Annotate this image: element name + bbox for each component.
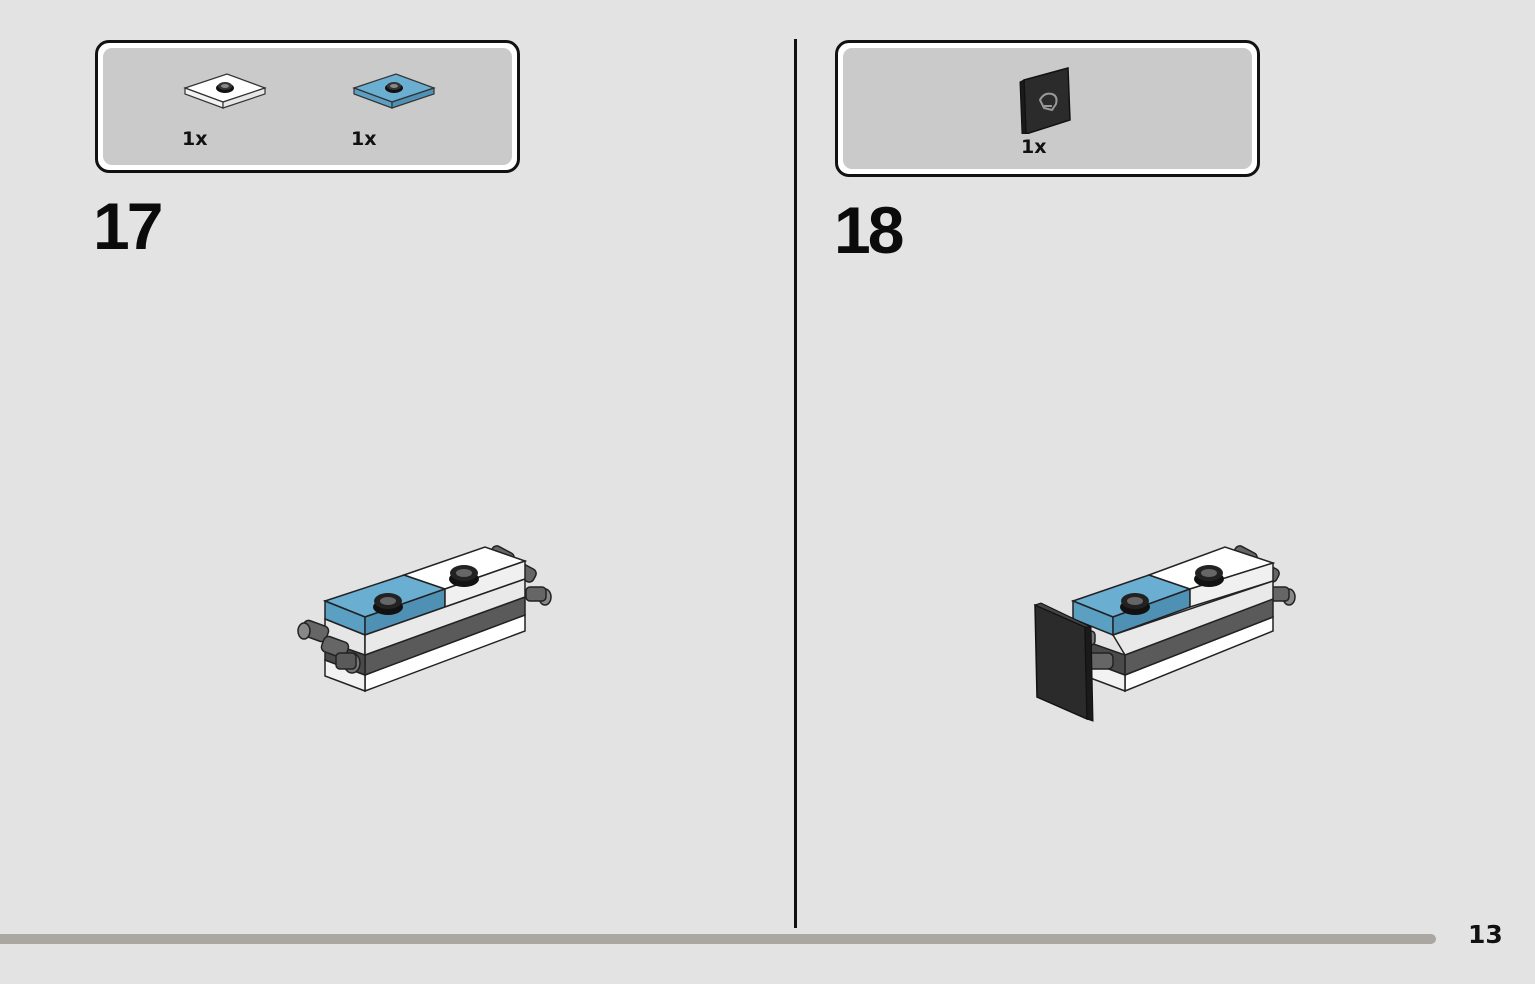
azure-round-tile-icon [352, 73, 436, 109]
progress-bar [0, 934, 1436, 944]
part-qty: 1x [1021, 136, 1047, 158]
page-number: 13 [1468, 920, 1503, 949]
parts-callout-inner: 1x [843, 48, 1252, 169]
part-qty: 1x [182, 128, 208, 150]
step-number: 18 [834, 193, 904, 267]
parts-callout-step-18: 1x [835, 40, 1260, 177]
part-qty: 1x [351, 128, 377, 150]
step-divider [794, 39, 797, 928]
black-clip-tile-icon [1019, 67, 1071, 134]
parts-callout-step-17: 1x 1x [95, 40, 520, 173]
step-18-assembly-icon [1033, 545, 1296, 722]
parts-callout-inner: 1x 1x [103, 48, 512, 165]
step-17-assembly-icon [297, 545, 552, 693]
white-round-tile-icon [183, 73, 267, 109]
step-number: 17 [93, 189, 163, 263]
